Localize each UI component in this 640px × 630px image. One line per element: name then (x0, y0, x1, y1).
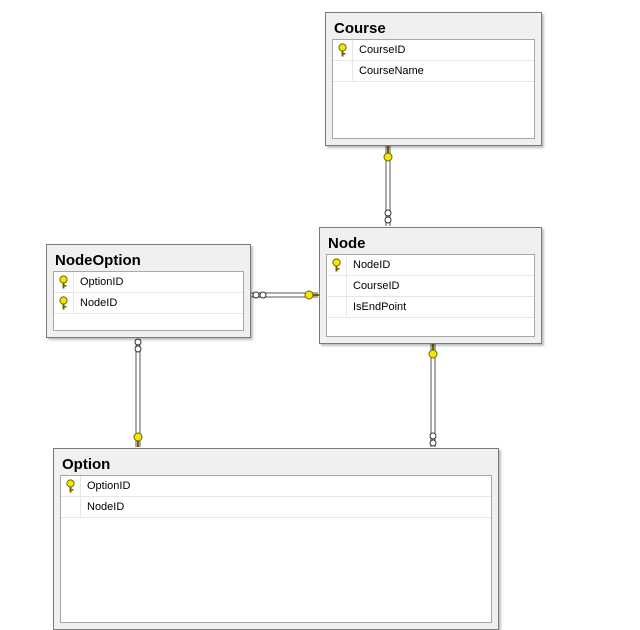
relationship-option-nodeoption[interactable] (135, 339, 141, 447)
key-end-icon (383, 146, 393, 162)
primary-key-icon (59, 296, 68, 310)
infinity-end-icon (429, 432, 437, 447)
column-name: OptionID (87, 480, 131, 492)
column-row[interactable]: CourseName (333, 61, 534, 82)
column-name: CourseID (359, 44, 406, 56)
column-row[interactable]: CourseID (333, 40, 534, 61)
table-nodeoption[interactable]: NodeOption OptionID NodeID (46, 244, 251, 338)
column-name: NodeID (353, 259, 391, 271)
key-cell (327, 276, 347, 296)
table-title: Course (334, 20, 386, 37)
primary-key-icon (332, 258, 341, 272)
column-name: CourseName (359, 65, 424, 77)
key-cell (54, 272, 74, 292)
key-cell (61, 497, 81, 517)
column-name: CourseID (353, 280, 400, 292)
key-cell (54, 293, 74, 313)
column-name: OptionID (80, 276, 124, 288)
column-row[interactable]: NodeID (327, 255, 534, 276)
table-columns: NodeID CourseID IsEndPoint (326, 254, 535, 337)
primary-key-icon (66, 479, 75, 493)
primary-key-icon (59, 275, 68, 289)
table-title: Option (62, 456, 111, 473)
table-course[interactable]: Course CourseID CourseName (325, 12, 542, 146)
column-name: NodeID (80, 297, 118, 309)
infinity-end-icon (252, 291, 267, 299)
key-end-icon (133, 432, 143, 447)
column-row[interactable]: OptionID (54, 272, 243, 293)
primary-key-icon (338, 43, 347, 57)
table-columns: OptionID NodeID (60, 475, 492, 623)
column-row[interactable]: CourseID (327, 276, 534, 297)
table-columns: OptionID NodeID (53, 271, 244, 331)
column-row[interactable]: OptionID (61, 476, 491, 497)
key-cell (333, 61, 353, 81)
infinity-end-icon (384, 209, 392, 224)
relationship-node-option[interactable] (430, 343, 436, 447)
column-row[interactable]: NodeID (54, 293, 243, 314)
key-cell (333, 40, 353, 60)
column-name: IsEndPoint (353, 301, 407, 313)
column-row[interactable]: NodeID (61, 497, 491, 518)
key-cell (327, 297, 347, 317)
column-row[interactable]: IsEndPoint (327, 297, 534, 318)
table-node[interactable]: Node NodeID CourseID IsEndPoint (319, 227, 542, 344)
table-title: NodeOption (55, 252, 141, 269)
table-option[interactable]: Option OptionID NodeID (53, 448, 499, 630)
infinity-end-icon (134, 338, 142, 353)
key-cell (327, 255, 347, 275)
key-cell (61, 476, 81, 496)
table-columns: CourseID CourseName (332, 39, 535, 139)
column-name: NodeID (87, 501, 125, 513)
table-title: Node (328, 235, 366, 252)
key-end-icon (428, 343, 438, 359)
key-end-icon (304, 290, 319, 300)
